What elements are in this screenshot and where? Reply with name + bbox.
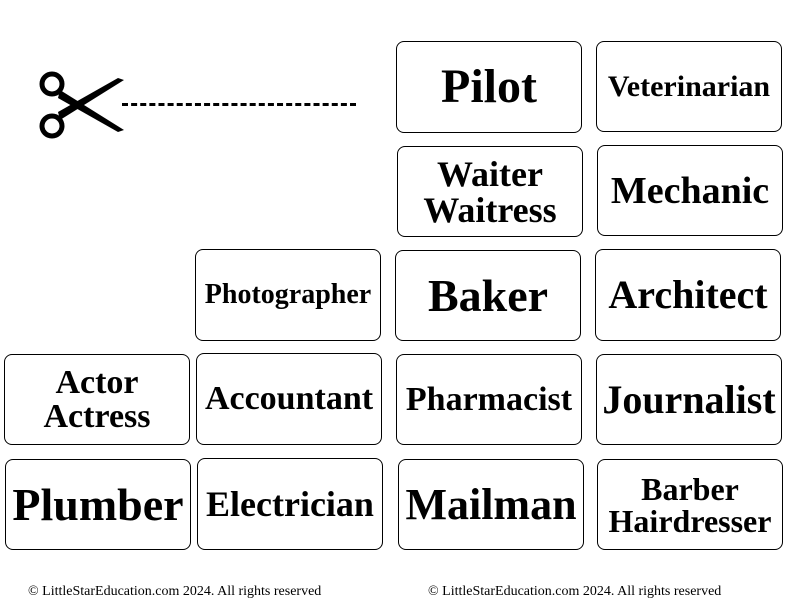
card-veterinarian[interactable]: Veterinarian	[596, 41, 782, 132]
card-accountant-label: Accountant	[204, 380, 374, 417]
card-actress-label: Actress	[43, 397, 151, 435]
card-actor-label: Actor	[55, 363, 139, 401]
card-photographer-label: Photographer	[204, 279, 372, 310]
card-veterinarian-label: Veterinarian	[607, 69, 771, 103]
card-pharmacist[interactable]: Pharmacist	[396, 354, 582, 445]
scissors-icon	[39, 71, 124, 139]
card-pilot-label: Pilot	[441, 60, 537, 113]
card-mailman-label: Mailman	[405, 479, 577, 529]
card-pilot[interactable]: Pilot	[396, 41, 582, 133]
card-pharmacist-label: Pharmacist	[405, 380, 573, 418]
card-hairdresser-label: Hairdresser	[608, 502, 772, 539]
card-mechanic-label: Mechanic	[610, 169, 770, 212]
card-architect[interactable]: Architect	[595, 249, 781, 341]
card-journalist-label: Journalist	[602, 376, 776, 422]
card-baker[interactable]: Baker	[395, 250, 581, 341]
card-waitress-label: Waitress	[423, 189, 557, 230]
card-electrician[interactable]: Electrician	[197, 458, 383, 550]
card-waiter-waitress[interactable]: Waiter Waitress	[397, 146, 583, 237]
card-architect-label: Architect	[608, 272, 768, 317]
card-electrician-label: Electrician	[206, 484, 374, 524]
card-baker-label: Baker	[427, 269, 549, 321]
card-plumber-label: Plumber	[12, 478, 184, 530]
card-plumber[interactable]: Plumber	[5, 459, 191, 550]
card-barber-label: Barber	[641, 470, 739, 507]
card-photographer[interactable]: Photographer	[195, 249, 381, 341]
footer-copyright-left: © LittleStarEducation.com 2024. All righ…	[28, 584, 322, 599]
card-barber-hairdresser[interactable]: Barber Hairdresser	[597, 459, 783, 550]
card-accountant[interactable]: Accountant	[196, 353, 382, 445]
card-mailman[interactable]: Mailman	[398, 459, 584, 550]
footer-copyright-right: © LittleStarEducation.com 2024. All righ…	[428, 584, 722, 599]
card-actor-actress[interactable]: Actor Actress	[4, 354, 190, 445]
card-mechanic[interactable]: Mechanic	[597, 145, 783, 236]
card-waiter-label: Waiter	[437, 153, 543, 194]
cut-line	[122, 103, 356, 106]
card-journalist[interactable]: Journalist	[596, 354, 782, 445]
